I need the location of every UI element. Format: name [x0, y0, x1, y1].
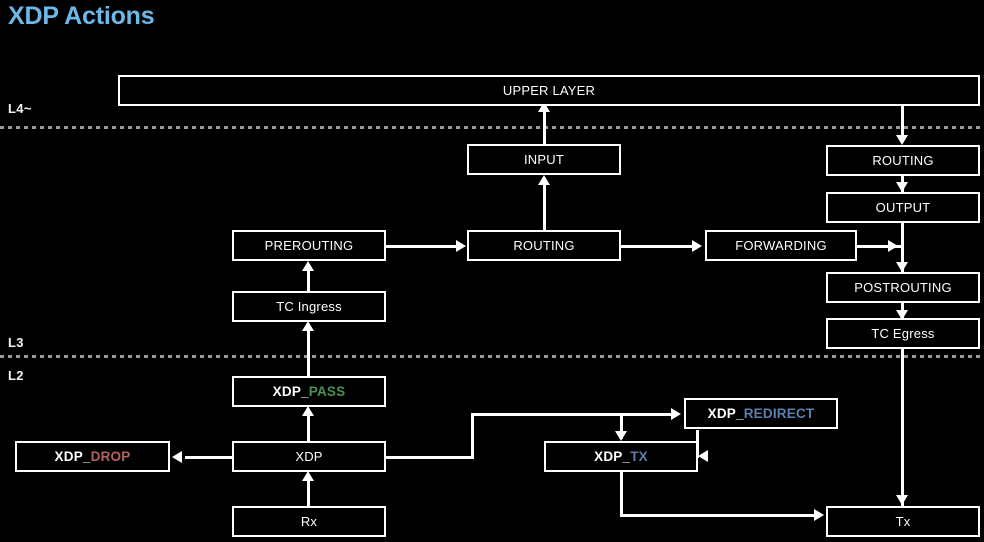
arrowhead-input-to-upper-layer — [538, 102, 550, 112]
arrowhead-output-to-postrouting — [896, 262, 908, 272]
node-output-label: OUTPUT — [875, 200, 931, 215]
edge-forwarding-to-postrouting — [857, 245, 903, 248]
arrowhead-postrouting-to-tc-egress — [896, 310, 908, 320]
node-forwarding[interactable]: FORWARDING — [705, 230, 857, 261]
edge-output-to-postrouting — [901, 223, 904, 275]
node-tc-ingress-label: TC Ingress — [276, 299, 342, 314]
layer-divider-l3-l2 — [0, 355, 984, 358]
edge-xdp-to-xdp-pass — [307, 413, 310, 444]
node-postrouting[interactable]: POSTROUTING — [826, 272, 980, 303]
arrowhead-routing-left-to-forwarding — [692, 240, 702, 252]
node-upper-layer[interactable]: UPPER LAYER — [118, 75, 980, 106]
arrowhead-branch-to-xdp-tx — [615, 431, 627, 441]
node-input[interactable]: INPUT — [467, 144, 621, 175]
arrowhead-upper-layer-to-routing-right — [896, 135, 908, 145]
node-xdp-label: XDP — [295, 449, 323, 464]
edge-tc-egress-to-tx — [901, 349, 904, 507]
edge-upper-layer-to-routing-right — [901, 105, 904, 137]
node-xdp[interactable]: XDP — [232, 441, 386, 472]
edge-xdp-tx-to-tx-seg2 — [620, 514, 820, 517]
node-rx[interactable]: Rx — [232, 506, 386, 537]
arrowhead-xdp-to-xdp-pass — [302, 406, 314, 416]
node-tx-label: Tx — [895, 514, 911, 529]
layer-label-l4: L4~ — [8, 101, 32, 116]
edge-xdp-to-redirect-seg1 — [386, 456, 474, 459]
node-rx-label: Rx — [300, 514, 318, 529]
node-xdp-redirect-prefix: XDP_ — [707, 406, 744, 421]
edge-xdp-pass-to-tc-ingress — [307, 328, 310, 376]
node-routing-right-label: ROUTING — [872, 153, 934, 168]
node-tc-egress[interactable]: TC Egress — [826, 318, 980, 349]
node-xdp-drop[interactable]: XDP_DROP — [15, 441, 170, 472]
node-xdp-tx-suffix: TX — [630, 449, 648, 464]
node-tc-ingress[interactable]: TC Ingress — [232, 291, 386, 322]
edge-tc-ingress-to-prerouting — [307, 268, 310, 292]
arrowhead-routing-left-to-input — [538, 175, 550, 185]
edge-routing-left-to-input — [543, 182, 546, 230]
node-xdp-drop-prefix: XDP_ — [54, 449, 91, 464]
node-xdp-redirect[interactable]: XDP_REDIRECT — [684, 398, 838, 429]
node-xdp-tx-prefix: XDP_ — [594, 449, 631, 464]
node-input-label: INPUT — [524, 152, 564, 167]
node-tx[interactable]: Tx — [826, 506, 980, 537]
node-forwarding-label: FORWARDING — [735, 238, 827, 253]
node-prerouting-label: PREROUTING — [264, 238, 354, 253]
layer-label-l3: L3 — [8, 335, 24, 350]
arrowhead-tc-ingress-to-prerouting — [302, 261, 314, 271]
edge-xdp-to-xdp-drop — [185, 456, 232, 459]
arrowhead-tc-egress-to-tx — [896, 495, 908, 505]
edge-rx-to-xdp — [307, 478, 310, 507]
node-upper-layer-label: UPPER LAYER — [502, 83, 596, 98]
layer-divider-l4-l3 — [0, 126, 984, 129]
arrowhead-rx-to-xdp — [302, 471, 314, 481]
edge-routing-left-to-forwarding — [621, 245, 694, 248]
node-routing-left-label: ROUTING — [513, 238, 575, 253]
node-postrouting-label: POSTROUTING — [854, 280, 952, 295]
node-routing-right[interactable]: ROUTING — [826, 145, 980, 176]
node-xdp-tx[interactable]: XDP_TX — [544, 441, 698, 472]
arrowhead-xdp-to-xdp-drop — [172, 451, 182, 463]
node-routing-left[interactable]: ROUTING — [467, 230, 621, 261]
page-title: XDP Actions — [8, 2, 155, 30]
arrowhead-routing-right-to-output — [896, 182, 908, 192]
arrowhead-xdp-to-xdp-redirect — [671, 408, 681, 420]
edge-xdp-tx-to-tx-seg1 — [620, 472, 623, 517]
arrowhead-forwarding-to-postrouting — [888, 240, 898, 252]
node-xdp-pass-prefix: XDP_ — [272, 384, 309, 399]
edge-prerouting-to-routing-left — [386, 245, 458, 248]
edge-input-to-upper-layer — [543, 110, 546, 145]
node-prerouting[interactable]: PREROUTING — [232, 230, 386, 261]
node-xdp-pass-suffix: PASS — [308, 384, 346, 399]
node-xdp-drop-suffix: DROP — [90, 449, 131, 464]
arrowhead-redirect-to-xdp-tx — [698, 450, 708, 462]
arrowhead-prerouting-to-routing-left — [456, 240, 466, 252]
node-output[interactable]: OUTPUT — [826, 192, 980, 223]
edge-xdp-to-redirect-seg2 — [471, 413, 474, 459]
edge-branch-to-xdp-tx — [620, 413, 623, 439]
edge-xdp-to-redirect-seg3 — [471, 413, 673, 416]
node-tc-egress-label: TC Egress — [871, 326, 935, 341]
arrowhead-xdp-tx-to-tx — [814, 509, 824, 521]
node-xdp-redirect-suffix: REDIRECT — [743, 406, 815, 421]
layer-label-l2: L2 — [8, 368, 24, 383]
node-xdp-pass[interactable]: XDP_PASS — [232, 376, 386, 407]
arrowhead-xdp-pass-to-tc-ingress — [302, 321, 314, 331]
